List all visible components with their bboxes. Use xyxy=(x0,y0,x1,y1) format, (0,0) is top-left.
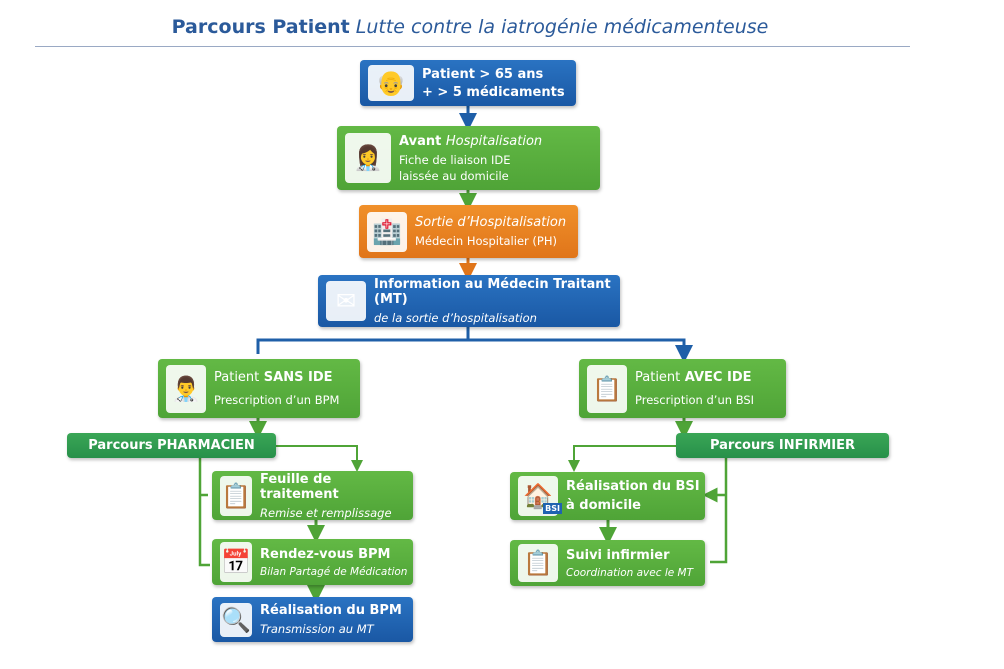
hospital-icon: 🏥 xyxy=(367,211,407,252)
arrow xyxy=(198,458,210,567)
clipboard-pill-icon: 📋 xyxy=(518,544,558,582)
doctor-mail-icon: ✉ xyxy=(326,281,366,321)
doctor-icon: 👨‍⚕️ xyxy=(166,364,206,413)
house-bsi-icon: 🏠BSI xyxy=(518,476,562,516)
elderly-couple-icon: 👴 xyxy=(368,65,414,101)
banner-parcours-pharmacien: Parcours PHARMACIEN xyxy=(67,433,276,458)
title-divider xyxy=(35,46,910,47)
nurse-clipboard-icon: 📋 xyxy=(587,364,627,413)
nurse-icon: 👩‍⚕️ xyxy=(345,133,391,183)
magnifier-pill-icon: 🔍 xyxy=(220,602,252,637)
node-patient: 👴 Patient > 65 ans+ > 5 médicaments xyxy=(360,60,576,106)
node-avant-hospitalisation: 👩‍⚕️ Avant Hospitalisation Fiche de liai… xyxy=(337,126,600,190)
calendar-clock-icon: 📅 xyxy=(220,542,252,582)
arrow xyxy=(276,445,363,472)
arrow xyxy=(710,458,728,564)
bsi-badge: BSI xyxy=(543,503,562,514)
page-title: Parcours Patient Lutte contre la iatrogé… xyxy=(171,16,769,38)
checklist-icon: 📋 xyxy=(220,475,252,516)
arrow xyxy=(568,445,676,472)
arrow xyxy=(256,327,684,354)
node-information-mt: ✉ Information au Médecin Traitant (MT)de… xyxy=(318,275,620,327)
banner-parcours-infirmier: Parcours INFIRMIER xyxy=(676,433,889,458)
